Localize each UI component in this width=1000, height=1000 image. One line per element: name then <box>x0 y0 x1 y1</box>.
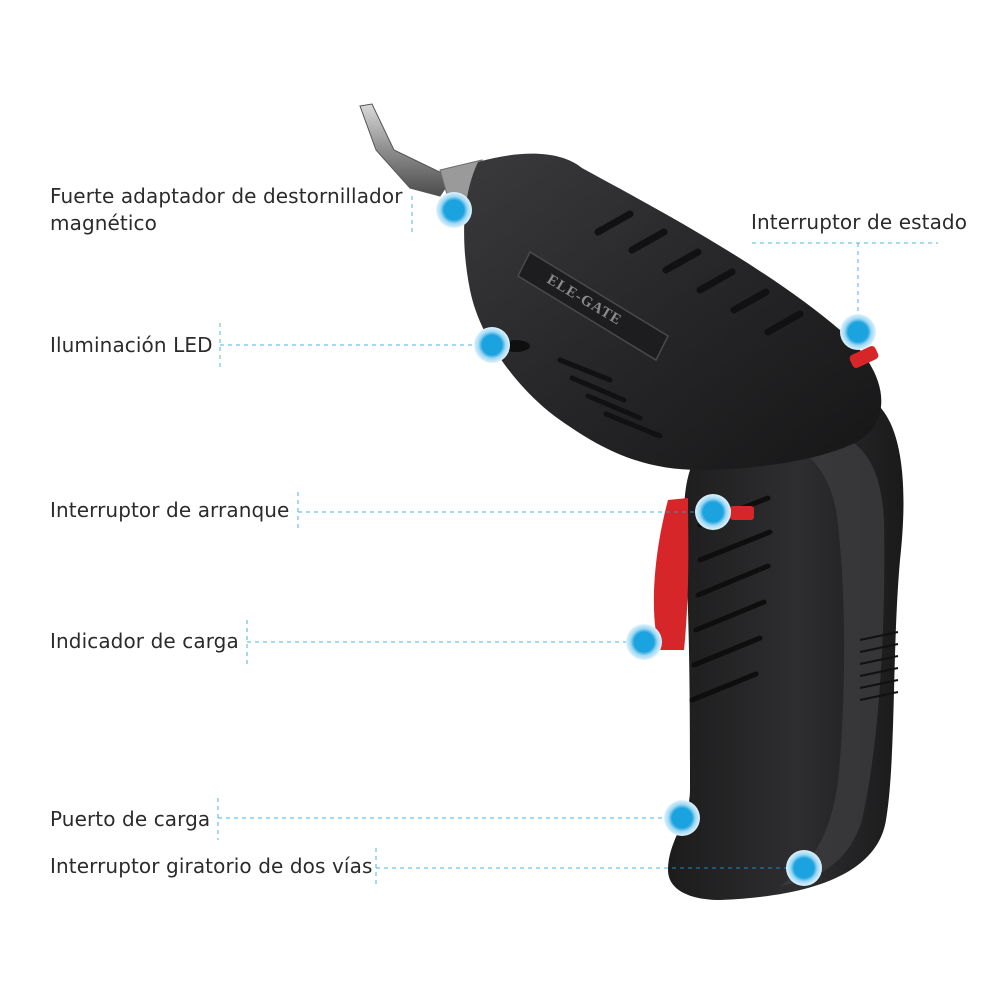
dot-start-switch <box>695 494 731 530</box>
dot-status-switch <box>840 314 876 350</box>
barrel <box>464 153 882 471</box>
barrel-lower-ridges <box>557 357 663 439</box>
dot-magnetic-adapter <box>436 192 472 228</box>
screwdriver: ELE-GATE <box>359 103 904 900</box>
brand-plate <box>517 250 669 362</box>
label-line: Interruptor de arranque <box>50 498 290 522</box>
label-line: magnético <box>50 211 157 235</box>
trigger <box>653 498 689 650</box>
leader-lines <box>217 196 938 888</box>
label-charge-port: Puerto de carga <box>50 806 210 833</box>
dot-led-light <box>474 327 510 363</box>
label-status-switch: Interruptor de estado <box>751 209 967 236</box>
callout-dots <box>436 192 876 886</box>
dot-charge-indicator <box>626 624 662 660</box>
grip-back-ribs <box>859 631 899 701</box>
label-magnetic-adapter: Fuerte adaptador de destornillador magné… <box>50 183 403 237</box>
label-charge-indicator: Indicador de carga <box>50 628 239 655</box>
label-led-light: Iluminación LED <box>50 332 213 359</box>
dot-rotary-switch <box>786 850 822 886</box>
status-switch <box>849 346 879 368</box>
start-marker <box>730 506 754 520</box>
label-line: Iluminación LED <box>50 333 213 357</box>
grip-highlight <box>780 432 885 886</box>
label-start-switch: Interruptor de arranque <box>50 497 289 524</box>
dot-charge-port <box>664 800 700 836</box>
label-line: Fuerte adaptador de destornillador <box>50 184 403 208</box>
label-line: Puerto de carga <box>50 807 211 831</box>
screwdriver-bit <box>359 103 453 197</box>
label-rotary-switch: Interruptor giratorio de dos vías <box>50 853 372 880</box>
label-line: Interruptor giratorio de dos vías <box>50 854 373 878</box>
barrel-ridges <box>594 210 804 336</box>
label-line: Indicador de carga <box>50 629 239 653</box>
label-line: Interruptor de estado <box>751 210 968 234</box>
